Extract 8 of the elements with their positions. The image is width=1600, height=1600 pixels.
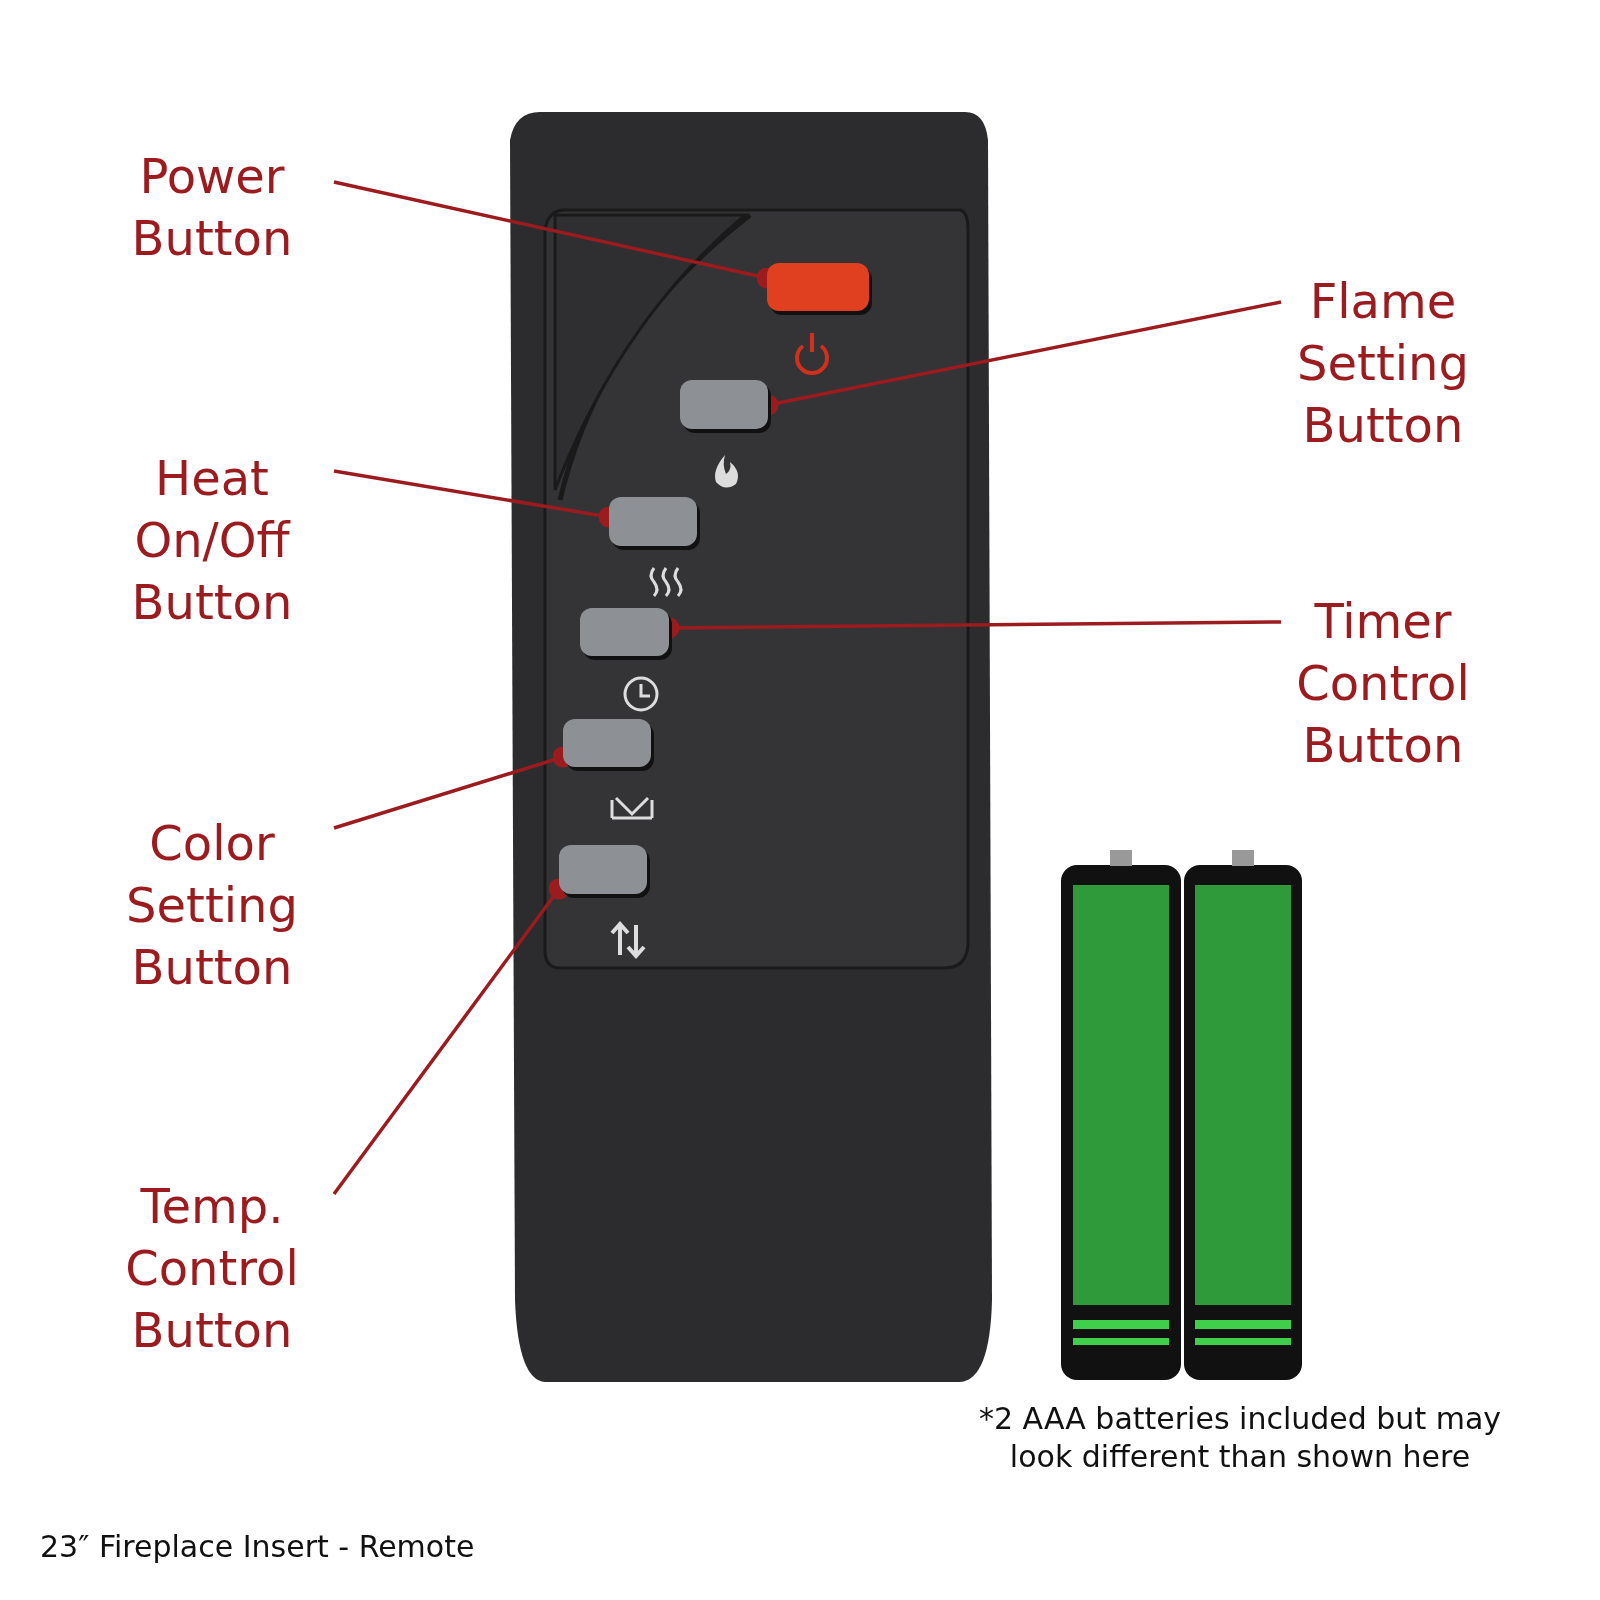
callout-label: Temp. Control Button (92, 1175, 332, 1361)
caption: 23″ Fireplace Insert - Remote (40, 1528, 475, 1566)
footnote: *2 AAA batteries included but may look different than shown here (977, 1400, 1503, 1476)
callout-label: Flame Setting Button (1283, 270, 1483, 456)
callout-label: Power Button (92, 145, 332, 269)
callout-label: Heat On/Off Button (92, 447, 332, 633)
callout-label: Timer Control Button (1283, 590, 1483, 776)
callout-label: Color Setting Button (92, 812, 332, 998)
